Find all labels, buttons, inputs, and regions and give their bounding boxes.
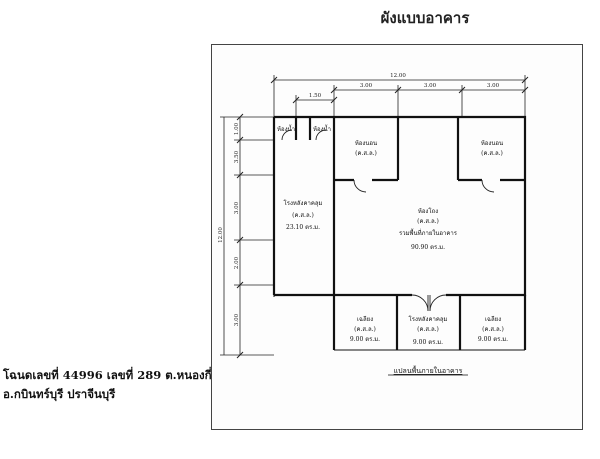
room-shed-area: 23.10 ตร.ม.	[286, 224, 320, 231]
dim-top-span-1: 3.00	[360, 83, 373, 89]
room-hall: ห้องโถง	[418, 207, 438, 215]
room-porch-2-area: 9.00 ตร.ม.	[478, 336, 508, 343]
room-porch-2-sub: (ค.ส.ล.)	[482, 326, 504, 333]
outer-wall	[274, 115, 527, 297]
room-bed-2-sub: (ค.ส.ล.)	[481, 150, 503, 157]
dim-left-5: 3.00	[234, 313, 240, 326]
room-hall-total: รวมพื้นที่ภายในอาคาร	[399, 227, 458, 237]
floor-plan: 12.00 3.00 3.00 3.00 1.50 1.00 3.50 3.00…	[218, 73, 529, 376]
room-porch-2: เฉลียง	[485, 315, 501, 323]
dim-bath-offset: 1.50	[309, 93, 322, 99]
room-shed-sub: (ค.ส.ล.)	[292, 212, 314, 219]
deed-caption: โฉนดเลขที่ 44996 เลขที่ 289 ต.หนองกี่ อ.…	[3, 366, 213, 404]
room-porch-1-area: 9.00 ตร.ม.	[350, 336, 380, 343]
dim-left-2: 3.50	[234, 150, 240, 163]
dim-left-3: 3.00	[234, 201, 240, 214]
dim-top-span-2: 3.00	[424, 83, 437, 89]
room-shed: โรงหลังคาคลุม	[284, 199, 323, 207]
dim-left-4: 2.00	[234, 256, 240, 269]
room-porch-1-sub: (ค.ส.ล.)	[354, 326, 376, 333]
door-main-right	[429, 294, 447, 312]
dim-top-span-3: 3.00	[487, 83, 500, 89]
dim-overall-width: 12.00	[390, 73, 406, 79]
floor-plan-frame: 12.00 3.00 3.00 3.00 1.50 1.00 3.50 3.00…	[211, 44, 583, 430]
room-porch-mid-area: 9.00 ตร.ม.	[413, 339, 443, 346]
room-porch-1: เฉลียง	[357, 315, 373, 323]
deed-caption-line-2: อ.กบินทร์บุรี ปราจีนบุรี	[3, 387, 116, 401]
page-title: ผังแบบอาคาร	[380, 9, 470, 27]
door-bath-2	[315, 129, 327, 141]
room-bath-1: ห้องน้ำ	[277, 123, 295, 133]
room-bed-2: ห้องนอน	[481, 140, 503, 147]
door-bath-1	[281, 129, 293, 141]
room-porch-mid: โรงหลังคาคลุม	[409, 315, 448, 323]
door-bed-2	[481, 179, 495, 193]
room-bed-1: ห้องนอน	[355, 140, 377, 147]
room-hall-sub: (ค.ส.ล.)	[417, 218, 439, 225]
room-hall-area: 90.90 ตร.ม.	[411, 244, 445, 251]
room-bath-2: ห้องน้ำ	[313, 123, 331, 133]
dim-overall-height: 12.00	[218, 227, 224, 243]
room-porch-mid-sub: (ค.ส.ล.)	[417, 326, 439, 333]
door-bed-1	[353, 179, 367, 193]
deed-caption-line-1: โฉนดเลขที่ 44996 เลขที่ 289 ต.หนองกี่	[3, 368, 212, 382]
dim-left-1: 1.00	[234, 122, 240, 135]
plan-caption: แปลนพื้นภายในอาคาร	[394, 364, 463, 375]
door-main-left	[411, 294, 429, 312]
room-bed-1-sub: (ค.ส.ล.)	[355, 150, 377, 157]
